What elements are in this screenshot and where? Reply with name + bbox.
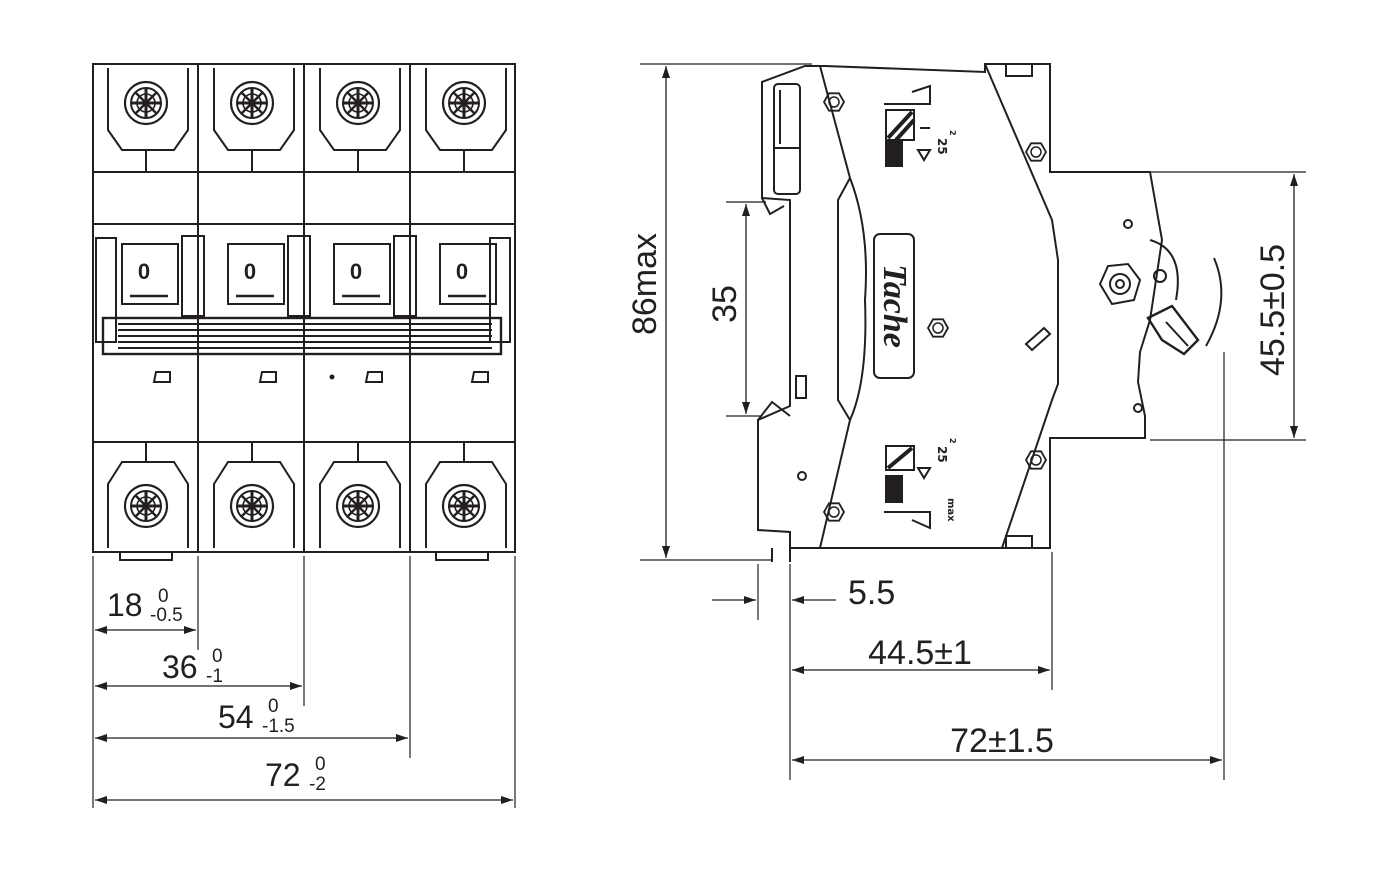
svg-text:-0.5: -0.5 bbox=[150, 605, 183, 626]
side-view bbox=[640, 63, 1306, 780]
handle-mark-4: 0 bbox=[456, 259, 468, 284]
handle-mark-3: 0 bbox=[350, 259, 362, 284]
dim-rail-35: 35 bbox=[706, 285, 744, 323]
indicator-windows bbox=[152, 371, 489, 383]
screw-icon bbox=[123, 80, 169, 126]
side-dimension-lines bbox=[662, 66, 1298, 764]
nut-icon bbox=[823, 502, 845, 522]
svg-text:-1.5: -1.5 bbox=[262, 716, 295, 737]
terminal-label-bottom bbox=[884, 445, 932, 530]
screw-icon bbox=[441, 483, 487, 529]
dim-depth-44-5: 44.5±1 bbox=[868, 634, 972, 672]
dim-front-height-45-5: 45.5±0.5 bbox=[1254, 244, 1292, 376]
terminal-rating-top: 25 bbox=[935, 138, 949, 155]
nut-icon bbox=[1025, 450, 1047, 470]
side-body-outline bbox=[757, 63, 1164, 549]
svg-text:36: 36 bbox=[162, 649, 198, 685]
side-extension-lines bbox=[640, 63, 1306, 780]
handle-mark-1: 0 bbox=[138, 259, 150, 284]
svg-text:0: 0 bbox=[268, 696, 279, 717]
nut-icon bbox=[927, 318, 949, 338]
screw-icon bbox=[335, 483, 381, 529]
terminal-label-top bbox=[884, 84, 932, 167]
screw-icon bbox=[229, 483, 275, 529]
terminal-rating-bottom: 25 bbox=[935, 446, 949, 463]
front-view: 0 0 0 0 bbox=[92, 63, 516, 808]
front-dimension-lines bbox=[95, 626, 513, 804]
dim-width-36: 36 0 -1 bbox=[162, 646, 223, 687]
top-clip bbox=[1005, 63, 1033, 77]
bottom-terminals bbox=[107, 442, 507, 561]
svg-text:72: 72 bbox=[265, 757, 301, 793]
dim-width-54: 54 0 -1.5 bbox=[218, 696, 295, 737]
brand-label-box bbox=[873, 233, 915, 379]
terminal-unit-top: 2 bbox=[948, 130, 957, 136]
screw-icon bbox=[441, 80, 487, 126]
terminal-max-label: max bbox=[945, 498, 956, 522]
nut-icon bbox=[823, 92, 845, 112]
dim-width-18: 18 0 -0.5 bbox=[107, 586, 183, 626]
front-extension-lines bbox=[92, 556, 516, 808]
svg-text:0: 0 bbox=[315, 754, 326, 775]
svg-text:0: 0 bbox=[158, 586, 169, 607]
handle-tie-bar bbox=[101, 316, 503, 356]
handle-area bbox=[95, 235, 511, 356]
handle-mark-2: 0 bbox=[244, 259, 256, 284]
top-terminals bbox=[107, 68, 507, 172]
dim-width-72: 72 0 -2 bbox=[265, 754, 326, 795]
brand-logo-text: Tache bbox=[876, 264, 913, 348]
svg-text:-1: -1 bbox=[206, 666, 223, 687]
svg-text:18: 18 bbox=[107, 587, 143, 623]
terminal-unit-bottom: 2 bbox=[948, 438, 957, 444]
rotary-mechanism bbox=[1098, 239, 1223, 356]
screw-icon bbox=[335, 80, 381, 126]
screw-icon bbox=[229, 80, 275, 126]
svg-text:54: 54 bbox=[218, 699, 254, 735]
dim-height-86max: 86max bbox=[626, 233, 664, 335]
dim-depth-72: 72±1.5 bbox=[950, 722, 1054, 760]
svg-text:0: 0 bbox=[212, 646, 223, 667]
nut-icon bbox=[1025, 142, 1047, 162]
screw-icon bbox=[123, 483, 169, 529]
bottom-clip bbox=[1005, 535, 1033, 549]
dim-depth-5-5: 5.5 bbox=[848, 574, 895, 612]
toggle-handle bbox=[773, 83, 801, 195]
svg-text:-2: -2 bbox=[309, 774, 326, 795]
